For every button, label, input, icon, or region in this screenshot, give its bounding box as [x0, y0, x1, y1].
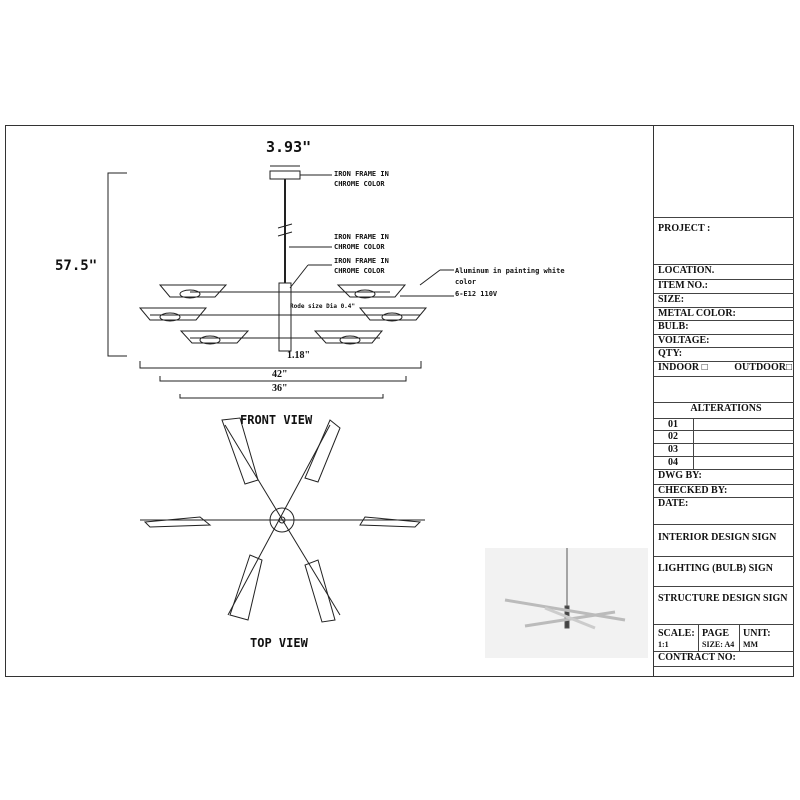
unit-value: MM — [743, 640, 759, 649]
scale-value: 1:1 — [658, 640, 669, 649]
note-frame-2b: CHROME COLOR — [334, 243, 385, 251]
note-bulb: 6-E12 110V — [455, 290, 498, 298]
checked-by-field: CHECKED BY: — [654, 485, 794, 498]
qty-field: QTY: — [654, 348, 794, 362]
scale-label: SCALE: — [658, 628, 695, 639]
item-no-field: ITEM NO.: — [654, 280, 794, 294]
indoor-checkbox: INDOOR □ — [658, 362, 708, 373]
alteration-number: 03 — [668, 444, 678, 455]
top-view-title: TOP VIEW — [250, 636, 308, 650]
note-aluminum-1: Aluminum in painting white — [455, 267, 565, 275]
page-size-value: SIZE: A4 — [702, 640, 735, 649]
unit-label: UNIT: — [743, 628, 771, 639]
indoor-outdoor-row: INDOOR □ OUTDOOR□ — [654, 362, 794, 377]
alteration-number: 02 — [668, 431, 678, 442]
alteration-row: 01 — [654, 419, 794, 431]
dim-rod-bottom: 1.18" — [287, 350, 311, 361]
structure-design-sign: STRUCTURE DESIGN SIGN — [654, 587, 794, 625]
alteration-number: 01 — [668, 419, 678, 430]
location-field: LOCATION. — [654, 265, 794, 280]
voltage-field: VOLTAGE: — [654, 335, 794, 348]
alteration-number: 04 — [668, 457, 678, 468]
metal-color-field: METAL COLOR: — [654, 308, 794, 321]
note-frame-1b: CHROME COLOR — [334, 180, 385, 188]
note-frame-1a: IRON FRAME IN — [334, 170, 389, 178]
contract-no-field: CONTRACT NO: — [654, 652, 794, 667]
dim-width-36: 36" — [272, 383, 288, 394]
page-label: PAGE — [702, 628, 730, 639]
note-frame-2a: IRON FRAME IN — [334, 233, 389, 241]
unit-cell: UNIT:MM — [739, 625, 774, 651]
outdoor-checkbox: OUTDOOR□ — [734, 362, 792, 373]
note-frame-3a: IRON FRAME IN — [334, 257, 389, 265]
note-frame-3b: CHROME COLOR — [334, 267, 385, 275]
size-field: SIZE: — [654, 294, 794, 308]
alteration-row: 02 — [654, 431, 794, 444]
dim-height: 57.5" — [55, 258, 98, 274]
drawing-border — [5, 125, 794, 677]
dim-width-42: 42" — [272, 369, 288, 380]
logo-area — [654, 125, 794, 218]
dim-canopy-width: 3.93" — [266, 138, 312, 156]
note-rod: Rode size Dia 0.4" — [290, 303, 356, 310]
project-field: PROJECT : — [654, 218, 794, 265]
note-aluminum-2: color — [455, 278, 477, 286]
title-block: PROJECT : LOCATION. ITEM NO.: SIZE: META… — [653, 125, 794, 677]
lighting-sign: LIGHTING (BULB) SIGN — [654, 557, 794, 587]
dwg-by-field: DWG BY: — [654, 470, 794, 485]
bulb-field: BULB: — [654, 321, 794, 335]
scale-cell: SCALE:1:1 — [658, 628, 695, 650]
alterations-divider — [693, 419, 694, 470]
blank-row — [654, 377, 794, 403]
front-view-title: FRONT VIEW — [240, 413, 313, 427]
product-photo — [485, 548, 648, 658]
alteration-row: 03 — [654, 444, 794, 457]
interior-design-sign: INTERIOR DESIGN SIGN — [654, 525, 794, 557]
date-field: DATE: — [654, 498, 794, 525]
alterations-header: ALTERATIONS — [654, 403, 794, 419]
alteration-row: 04 — [654, 457, 794, 470]
